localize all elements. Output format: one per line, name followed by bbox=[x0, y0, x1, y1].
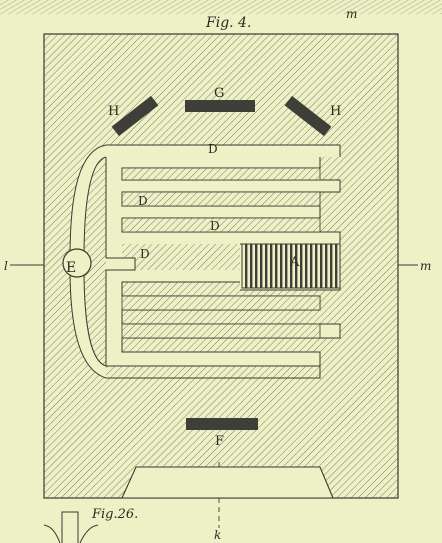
label-g: G bbox=[214, 86, 224, 101]
label-d-4: D bbox=[140, 247, 150, 261]
figure-title: Fig. 4. bbox=[205, 15, 251, 31]
corner-letter: m bbox=[346, 7, 357, 21]
flue-fins bbox=[121, 167, 321, 339]
label-f: F bbox=[215, 434, 224, 449]
label-k: k bbox=[214, 528, 221, 542]
block-h-right bbox=[284, 95, 332, 137]
label-d-3: D bbox=[210, 219, 220, 233]
block-g bbox=[185, 100, 255, 112]
fig26-sketch bbox=[43, 511, 99, 543]
block-f bbox=[186, 418, 258, 430]
flue-outer-arc bbox=[70, 145, 106, 258]
top-hatched-strip bbox=[0, 0, 442, 14]
block-h-left bbox=[111, 95, 159, 137]
label-h-left: H bbox=[108, 104, 119, 119]
label-d-2: D bbox=[138, 194, 148, 208]
label-d-top: D bbox=[208, 142, 218, 156]
label-h-right: H bbox=[330, 104, 341, 119]
label-a: A bbox=[289, 255, 300, 270]
fire-grate-a bbox=[241, 243, 341, 289]
bottom-opening bbox=[121, 466, 334, 499]
label-l: l bbox=[4, 259, 8, 273]
fig26-caption: Fig.26. bbox=[91, 507, 138, 522]
junction-e bbox=[62, 248, 92, 278]
label-e: E bbox=[66, 260, 76, 276]
label-m: m bbox=[420, 259, 431, 273]
